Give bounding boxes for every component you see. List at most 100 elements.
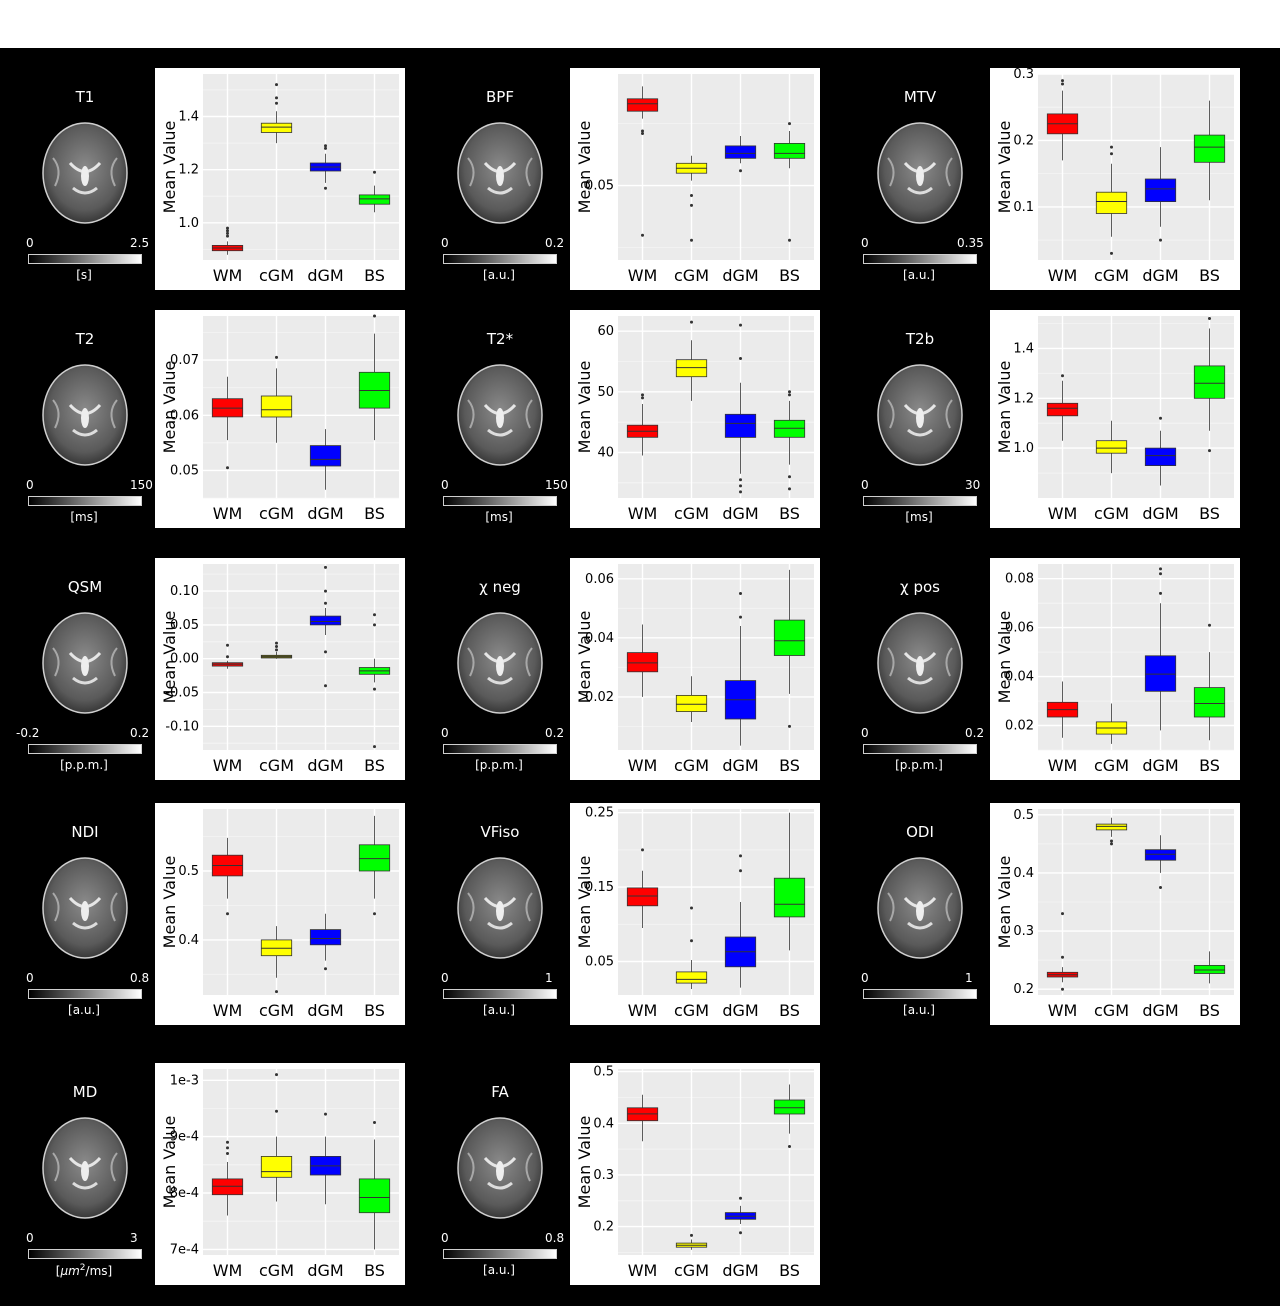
outlier-point: [1110, 251, 1113, 255]
map-title: BPF: [486, 88, 514, 106]
x-category-label: cGM: [674, 756, 709, 775]
y-tick-label: 0.06: [585, 572, 614, 587]
colorbar-unit-label: [a.u.]: [483, 268, 515, 282]
outlier-point: [275, 101, 278, 105]
outlier-point: [1208, 623, 1211, 627]
outlier-point: [1159, 572, 1162, 576]
colorbar-max-label: 2.5: [130, 236, 150, 250]
x-category-label: dGM: [722, 756, 758, 775]
outlier-point: [739, 869, 742, 873]
outlier-point: [324, 684, 327, 688]
y-tick-label: 0.07: [170, 353, 199, 368]
box-BS: [1193, 687, 1226, 718]
outlier-point: [226, 234, 229, 238]
x-category-label: BS: [364, 266, 385, 285]
x-category-label: WM: [213, 266, 243, 285]
box-BS: [773, 1099, 806, 1115]
box-WM: [626, 887, 659, 907]
y-tick-label: 0.05: [585, 179, 614, 194]
colorbar-min-label: 0: [26, 1231, 34, 1245]
outlier-point: [226, 643, 229, 647]
colorbar-unit-label: [μm2/ms]: [55, 1263, 113, 1278]
y-tick-label: 1.4: [1013, 341, 1034, 356]
map-title: MTV: [903, 88, 937, 106]
outlier-point: [788, 1145, 791, 1148]
x-category-label: WM: [628, 504, 658, 523]
x-category-label: dGM: [722, 1261, 758, 1280]
outlier-point: [1110, 842, 1113, 846]
outlier-point: [275, 1073, 278, 1077]
y-tick-label: 0.08: [1005, 572, 1034, 587]
box-dGM: [1144, 447, 1177, 467]
outlier-point: [275, 96, 278, 100]
box-BS: [1193, 134, 1226, 163]
x-category-label: cGM: [1094, 504, 1129, 523]
colorbar-unit-label: [ms]: [70, 510, 98, 524]
outlier-point: [226, 231, 229, 235]
y-axis-label: Mean Value: [995, 361, 1014, 454]
x-category-label: WM: [1048, 266, 1078, 285]
outlier-point: [373, 170, 376, 174]
y-tick-label: 0.2: [1013, 982, 1034, 997]
box-dGM: [309, 615, 342, 626]
y-tick-label: 50: [597, 385, 614, 400]
y-tick-label: -0.05: [165, 686, 199, 701]
x-category-label: dGM: [1142, 504, 1178, 523]
box-cGM: [260, 122, 293, 133]
colorbar: [443, 1249, 557, 1259]
y-tick-label: 1e-3: [170, 1073, 199, 1088]
outlier-point: [1159, 886, 1162, 889]
map-title: T2*: [486, 330, 514, 348]
colorbar-min-label: 0: [441, 1231, 449, 1245]
y-tick-label: 0.5: [1013, 808, 1034, 823]
colorbar: [28, 254, 142, 264]
colorbar-min-label: 0: [861, 478, 869, 492]
map-title: QSM: [67, 578, 103, 596]
x-category-label: dGM: [307, 1261, 343, 1280]
y-axis-label: Mean Value: [160, 856, 179, 949]
colorbar-max-label: 0.2: [130, 726, 150, 740]
box-cGM: [675, 359, 708, 378]
outlier-point: [324, 186, 327, 190]
map-title: NDI: [71, 823, 99, 841]
map-title: T2: [75, 330, 95, 348]
outlier-point: [1110, 145, 1113, 149]
outlier-point: [324, 650, 327, 654]
brain-map-image: [457, 612, 543, 714]
outlier-point: [1061, 82, 1064, 86]
x-category-label: cGM: [674, 504, 709, 523]
box-dGM: [1144, 178, 1177, 203]
y-tick-label: 0.05: [170, 618, 199, 633]
outlier-point: [1110, 839, 1113, 843]
plot-panel: [1038, 564, 1234, 750]
outlier-point: [739, 1231, 742, 1235]
colorbar-min-label: 0: [441, 478, 449, 492]
outlier-point: [1159, 567, 1162, 571]
colorbar-max-label: 1: [965, 971, 973, 985]
colorbar-max-label: 0.8: [130, 971, 150, 985]
colorbar: [863, 254, 977, 264]
outlier-point: [739, 357, 742, 360]
y-axis-label: Mean Value: [575, 856, 594, 949]
box-cGM: [1095, 823, 1128, 831]
outlier-point: [641, 132, 644, 135]
brain-map-image: [42, 122, 128, 224]
x-category-label: cGM: [259, 1261, 294, 1280]
y-axis-label: Mean Value: [575, 361, 594, 454]
x-category-label: cGM: [259, 504, 294, 523]
x-category-label: BS: [779, 504, 800, 523]
outlier-point: [1159, 591, 1162, 595]
y-tick-label: 60: [597, 324, 614, 339]
outlier-point: [690, 238, 693, 242]
brain-map-image: [877, 857, 963, 959]
x-category-label: BS: [364, 504, 385, 523]
outlier-point: [690, 906, 693, 910]
outlier-point: [739, 169, 742, 173]
outlier-point: [690, 939, 693, 943]
